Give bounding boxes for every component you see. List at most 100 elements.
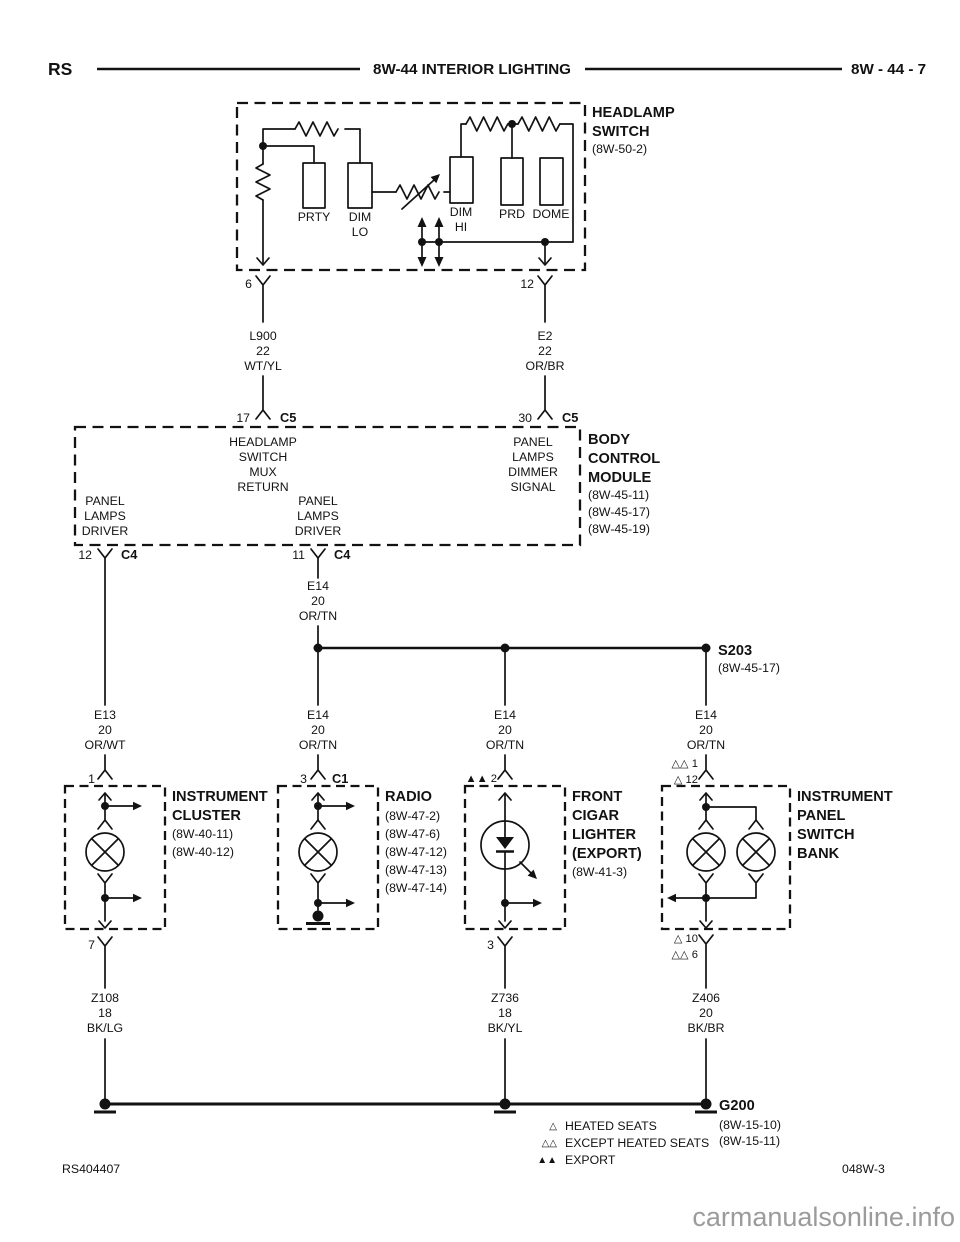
wire-id: E14 — [494, 708, 516, 722]
wire-gauge: 20 — [699, 1006, 713, 1020]
wire-gauge: 18 — [498, 1006, 512, 1020]
wire-gauge: 20 — [311, 723, 325, 737]
lamp-icon-cross — [691, 837, 721, 867]
tap-arrowhead-left — [667, 893, 676, 903]
bcm-title-2: CONTROL — [588, 451, 660, 467]
internal-ground-dot — [312, 910, 324, 922]
lamp-fork-upper — [310, 819, 326, 830]
wire-id: Z406 — [692, 991, 720, 1005]
cigar-title-4: (EXPORT) — [572, 846, 642, 862]
wire-id: L900 — [249, 329, 277, 343]
wire-color: OR/BR — [526, 359, 565, 373]
bcm-ref-3: (8W-45-19) — [588, 522, 650, 536]
led-diode-triangle — [496, 837, 514, 849]
pin-switchbank-top-2: △ 12 — [674, 774, 698, 786]
exit-arrow — [699, 920, 713, 929]
bcm-fn-mux-2: SWITCH — [239, 450, 288, 464]
bcm-pin-12: 12 — [78, 548, 92, 562]
connector-fork-pin6 — [255, 275, 271, 323]
pin-radio-top: 3 — [300, 772, 307, 786]
tap-arrowhead — [133, 801, 142, 811]
tap-arrowhead — [346, 801, 355, 811]
body-control-module-block: 17 C5 30 C5 BODY CONTROL MODULE (8W-45-1… — [73, 410, 660, 562]
wire-gauge: 22 — [256, 344, 270, 358]
wire-and-fork — [310, 754, 326, 780]
wire-color: BK/BR — [688, 1021, 725, 1035]
hs-label-prd: PRD — [499, 207, 525, 221]
ground-name: G200 — [719, 1098, 755, 1114]
wire-id: E14 — [695, 708, 717, 722]
hs-wire — [558, 123, 574, 243]
ground-bus-g200: G200 (8W-15-10) (8W-15-11) — [94, 1098, 781, 1148]
lamp-icon — [85, 832, 125, 872]
cigar-lighter-box — [463, 784, 567, 931]
cigar-title-2: CIGAR — [572, 808, 619, 824]
headlamp-switch-title-2: SWITCH — [592, 124, 650, 140]
ground-ref-1: (8W-15-10) — [719, 1118, 781, 1132]
tap-arrowhead — [133, 893, 142, 903]
bottom-fork-wire — [97, 936, 113, 989]
bcm-fn-driver1-1: PANEL — [85, 494, 125, 508]
hs-label-lo: LO — [352, 225, 368, 239]
wire-color: OR/TN — [687, 738, 725, 752]
exit-arrow — [98, 920, 112, 929]
hs-position-dimhi-box — [449, 156, 474, 204]
hs-wire — [262, 145, 315, 164]
hs-variable-resistor — [395, 184, 440, 200]
pin-cigar-top: ▲▲ 2 — [466, 773, 497, 785]
hs-resistor-top-left — [294, 121, 339, 137]
headlamp-switch-block: HEADLAMP SWITCH (8W-50-2) PRTY DIM LO DI… — [235, 101, 675, 323]
bcm-conn-c5-right: C5 — [562, 410, 578, 425]
legend-symbol-export: ▲▲ — [537, 1155, 557, 1166]
hs-variable-resistor-arrow — [401, 179, 435, 210]
footer-drawing-number: RS404407 — [62, 1162, 120, 1176]
hs-arrowhead — [434, 257, 444, 267]
cigar-title-3: LIGHTER — [572, 827, 637, 843]
wire-gauge: 18 — [98, 1006, 112, 1020]
bcm-fn-mux-3: MUX — [249, 465, 276, 479]
wire-and-fork — [97, 754, 113, 780]
switchbank-title-4: BANK — [797, 846, 840, 862]
bcm-fn-dimmer-2: LAMPS — [512, 450, 554, 464]
bcm-fork-c4-12 — [97, 548, 113, 559]
switchbank-title-1: INSTRUMENT — [797, 789, 893, 805]
lamp-fork-upper — [748, 819, 764, 830]
hs-junction-dot — [259, 142, 267, 150]
connector-fork-pin12 — [537, 275, 553, 323]
bottom-fork-wire — [698, 934, 714, 989]
hs-arrowhead — [434, 217, 444, 227]
wire-color: WT/YL — [244, 359, 282, 373]
instrument-cluster-box — [63, 784, 167, 931]
bcm-pin-30: 30 — [518, 411, 532, 425]
bcm-title-3: MODULE — [588, 470, 652, 486]
legend-symbol-except-heated-seats: △△ — [542, 1138, 558, 1149]
legend-label-export: EXPORT — [565, 1153, 616, 1167]
wire-exit-arrow — [256, 257, 270, 266]
radio-ref-3: (8W-47-12) — [385, 845, 447, 859]
exit-arrow — [498, 920, 512, 929]
hs-resistor-right-1 — [465, 116, 509, 132]
tap-arrowhead — [346, 898, 355, 908]
ground-node — [99, 1098, 111, 1110]
bcm-fork-c4-11 — [310, 548, 326, 559]
led-pointer-arrowhead — [527, 869, 537, 879]
switchbank-title-2: PANEL — [797, 808, 845, 824]
wire-l900: L900 22 WT/YL — [244, 329, 282, 420]
wire-id: E14 — [307, 579, 329, 593]
headlamp-switch-title-1: HEADLAMP — [592, 105, 675, 121]
lamp-fork-lower — [705, 873, 764, 899]
splice-ref: (8W-45-17) — [718, 661, 780, 675]
instrument-cluster-block: INSTRUMENT CLUSTER (8W-40-11) (8W-40-12)… — [63, 784, 268, 989]
wire-and-fork — [537, 375, 553, 420]
bcm-fn-mux-1: HEADLAMP — [229, 435, 297, 449]
wire-e2: E2 22 OR/BR — [526, 329, 565, 420]
wire-id: Z108 — [91, 991, 119, 1005]
hs-label-dome: DOME — [533, 207, 570, 221]
radio-block: RADIO (8W-47-2) (8W-47-6) (8W-47-12) (8W… — [276, 784, 447, 931]
wire-color: BK/LG — [87, 1021, 123, 1035]
bottom-fork-wire — [497, 936, 513, 989]
hs-junction-dot — [435, 238, 443, 246]
hs-arrowhead — [417, 257, 427, 267]
